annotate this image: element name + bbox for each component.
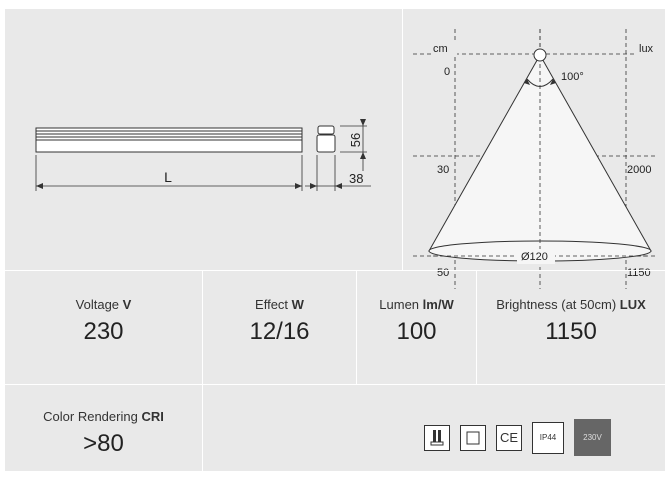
cri-label: Color Rendering bbox=[43, 409, 142, 424]
distance-30: 30 bbox=[437, 164, 449, 176]
divider bbox=[5, 270, 665, 271]
lux-2000: 2000 bbox=[627, 164, 651, 176]
lumen-label: Lumen bbox=[379, 297, 423, 312]
brightness-cell: Brightness (at 50cm) LUX 1150 bbox=[477, 297, 665, 346]
ce-mark-label: CE bbox=[499, 430, 519, 445]
lumen-value: 100 bbox=[396, 318, 437, 345]
effect-unit: W bbox=[291, 297, 304, 312]
voltage-cell: Voltage V 230 bbox=[5, 297, 202, 346]
voltage-badge: 230V bbox=[574, 419, 611, 456]
beam-angle: 100° bbox=[561, 71, 584, 83]
effect-cell: Effect W 12/16 bbox=[203, 297, 356, 346]
dimension-drawing: L 56 38 bbox=[35, 119, 371, 191]
divider bbox=[202, 271, 203, 471]
cri-value: >80 bbox=[83, 430, 124, 457]
voltage-label: Voltage bbox=[75, 297, 123, 312]
divider bbox=[5, 384, 665, 385]
unit-cm: cm bbox=[433, 43, 448, 55]
brightness-value: 1150 bbox=[545, 318, 597, 345]
unit-lux: lux bbox=[639, 43, 654, 55]
width-label: 38 bbox=[349, 171, 363, 186]
class-ii-insulation-icon bbox=[460, 424, 486, 451]
voltage-unit: V bbox=[122, 297, 132, 312]
ip44-badge: IP44 bbox=[532, 421, 564, 454]
angle-arc bbox=[526, 78, 554, 87]
beam-diagram-panel: cm lux 0 100° 30 2000 Ø120 50 1150 bbox=[402, 9, 666, 289]
cri-unit: CRI bbox=[141, 409, 164, 424]
lux-1150: 1150 bbox=[627, 267, 651, 279]
dimension-drawing-panel: L 56 38 bbox=[5, 9, 401, 270]
profile-top bbox=[317, 125, 335, 135]
brightness-label: Brightness (at 50cm) bbox=[496, 297, 620, 312]
divider bbox=[356, 271, 357, 384]
lumen-unit: lm/W bbox=[422, 297, 454, 312]
cri-cell: Color Rendering CRI >80 bbox=[5, 409, 202, 458]
certification-icons: CE IP44 230V bbox=[424, 419, 611, 456]
brightness-unit: LUX bbox=[619, 297, 646, 312]
lumen-cell: Lumen lm/W 100 bbox=[357, 297, 476, 346]
beam-diameter: Ø120 bbox=[521, 251, 548, 263]
effect-label: Effect bbox=[255, 297, 292, 312]
light-source bbox=[533, 48, 547, 62]
divider bbox=[476, 271, 477, 384]
voltage-value: 230 bbox=[83, 318, 124, 345]
distance-50: 50 bbox=[437, 267, 449, 279]
beam-diagram: cm lux 0 100° 30 2000 Ø120 50 1150 bbox=[413, 29, 662, 289]
height-label: 56 bbox=[348, 133, 363, 147]
profile-body bbox=[316, 134, 336, 153]
effect-value: 12/16 bbox=[249, 318, 310, 345]
length-label: L bbox=[164, 169, 172, 185]
spec-sheet: L 56 38 bbox=[5, 9, 665, 471]
fluorescent-tube-icon bbox=[424, 424, 450, 451]
distance-0: 0 bbox=[444, 66, 450, 78]
ce-mark-icon: CE bbox=[496, 424, 522, 451]
